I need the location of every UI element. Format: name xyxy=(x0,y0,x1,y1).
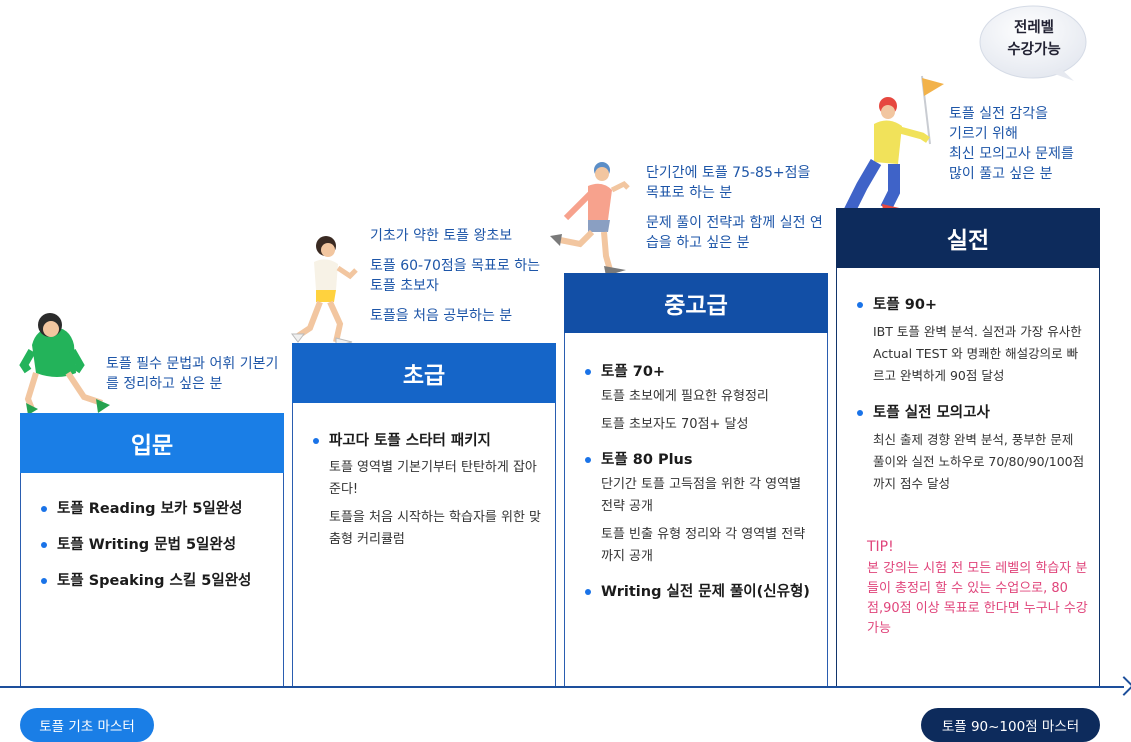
audience-line: 단기간에 토플 75-85+점을 목표로 하는 분 xyxy=(646,165,811,201)
person-green-hoodie-icon xyxy=(19,313,110,415)
course-item[interactable]: 토플 Speaking 스킬 5일완성 xyxy=(39,571,271,591)
audience-line: 최신 모의고사 문제를 xyxy=(949,146,1074,162)
level-title: 초급 xyxy=(292,343,556,403)
person-running-yellow-icon xyxy=(291,236,358,347)
level-card-beginner: 초급 파고다 토플 스타터 패키지 토플 영역별 기본기부터 탄탄하게 잡아준다… xyxy=(292,343,556,688)
arrow-right-icon xyxy=(1114,676,1131,696)
course-item[interactable]: 파고다 토플 스타터 패키지 토플 영역별 기본기부터 탄탄하게 잡아준다! 토… xyxy=(311,431,543,551)
audience-line: 토플을 처음 공부하는 분 xyxy=(370,308,513,324)
course-desc: IBT 토플 완벽 분석. 실전과 가장 유사한 Actual TEST 와 명… xyxy=(873,321,1087,387)
level-title: 입문 xyxy=(20,413,284,473)
course-item[interactable]: 토플 Reading 보카 5일완성 xyxy=(39,499,271,519)
desc-line: IBT 토플 완벽 분석. 실전과 가장 유사한 Actual TEST 와 명… xyxy=(873,324,1082,383)
audience-line: 문제 풀이 전략과 함께 실전 연습을 하고 싶은 분 xyxy=(646,215,823,251)
person-flag-runner-icon xyxy=(840,75,944,224)
course-desc: 최신 출제 경향 완벽 분석, 풍부한 문제 풀이와 실전 노하우로 70/80… xyxy=(873,429,1087,495)
course-desc: 토플 영역별 기본기부터 탄탄하게 잡아준다! 토플을 처음 시작하는 학습자를… xyxy=(329,457,543,551)
desc-line: 토플을 처음 시작하는 학습자를 위한 맞춤형 커리큘럼 xyxy=(329,510,542,547)
course-title: 토플 Writing 문법 5일완성 xyxy=(57,537,237,553)
course-title: 토플 Reading 보카 5일완성 xyxy=(57,501,243,517)
flag-icon xyxy=(922,78,944,96)
desc-line: 최신 출제 경향 완벽 분석, 풍부한 문제 풀이와 실전 노하우로 70/80… xyxy=(873,432,1085,491)
desc-line: 토플 초보에게 필요한 유형정리 xyxy=(601,389,769,404)
course-list: 파고다 토플 스타터 패키지 토플 영역별 기본기부터 탄탄하게 잡아준다! 토… xyxy=(311,431,543,557)
level-title: 중고급 xyxy=(564,273,828,333)
desc-line: 토플 빈출 유형 정리와 각 영역별 전략까지 공개 xyxy=(601,527,806,564)
course-title: 토플 90+ xyxy=(873,297,938,313)
axis-start-badge: 토플 기초 마스터 xyxy=(20,708,154,742)
axis-end-badge: 토플 90~100점 마스터 xyxy=(921,708,1100,742)
course-item[interactable]: 토플 80 Plus 단기간 토플 고득점을 위한 각 영역별 전략 공개 토플… xyxy=(583,450,815,568)
tip-text: 본 강의는 시험 전 모든 레벨의 학습자 분들이 총정리 할 수 있는 수업으… xyxy=(867,561,1088,636)
audience-line: 토플 실전 감각을 xyxy=(949,106,1049,122)
speech-bubble-icon xyxy=(979,5,1087,81)
course-item[interactable]: 토플 Writing 문법 5일완성 xyxy=(39,535,271,555)
level-title: 실전 xyxy=(836,208,1100,268)
audience-line: 기초가 약한 토플 왕초보 xyxy=(370,228,513,244)
course-title: 토플 실전 모의고사 xyxy=(873,405,990,421)
audience-line: 많이 풀고 싶은 분 xyxy=(949,166,1053,182)
audience-line: 토플 60-70점을 목표로 하는 토플 초보자 xyxy=(370,258,540,294)
course-title: 토플 70+ xyxy=(601,364,666,380)
audience-line: 토플 필수 문법과 어휘 기본기를 정리하고 싶은 분 xyxy=(106,356,279,392)
level-card-advanced: 실전 토플 90+ IBT 토플 완벽 분석. 실전과 가장 유사한 Actua… xyxy=(836,208,1100,688)
progress-axis xyxy=(0,686,1124,688)
course-list: 토플 Reading 보카 5일완성 토플 Writing 문법 5일완성 토플… xyxy=(39,499,271,607)
speech-bubble-text: 전레벨 수강가능 xyxy=(988,17,1080,61)
course-title: 토플 80 Plus xyxy=(601,452,693,468)
course-desc: 토플 초보에게 필요한 유형정리 토플 초보자도 70점+ 달성 xyxy=(601,386,815,436)
course-item[interactable]: 토플 90+ IBT 토플 완벽 분석. 실전과 가장 유사한 Actual T… xyxy=(855,295,1087,387)
course-title: 파고다 토플 스타터 패키지 xyxy=(329,433,491,449)
desc-line: 단기간 토플 고득점을 위한 각 영역별 전략 공개 xyxy=(601,477,802,514)
level-4-audience: 토플 실전 감각을 기르기 위해 최신 모의고사 문제를 많이 풀고 싶은 분 xyxy=(949,104,1099,184)
bubble-line-2: 수강가능 xyxy=(1007,42,1061,58)
level-2-audience: 기초가 약한 토플 왕초보 토플 60-70점을 목표로 하는 토플 초보자 토… xyxy=(370,226,550,336)
course-list: 토플 90+ IBT 토플 완벽 분석. 실전과 가장 유사한 Actual T… xyxy=(855,295,1087,511)
desc-line: 토플 초보자도 70점+ 달성 xyxy=(601,417,749,432)
tip-note: TIP! 본 강의는 시험 전 모든 레벨의 학습자 분들이 총정리 할 수 있… xyxy=(867,537,1092,639)
level-1-audience: 토플 필수 문법과 어휘 기본기를 정리하고 싶은 분 xyxy=(106,354,286,404)
course-item[interactable]: Writing 실전 문제 풀이(신유형) xyxy=(583,582,815,602)
course-item[interactable]: 토플 실전 모의고사 최신 출제 경향 완벽 분석, 풍부한 문제 풀이와 실전… xyxy=(855,403,1087,495)
person-jogging-icon xyxy=(550,162,630,276)
course-list: 토플 70+ 토플 초보에게 필요한 유형정리 토플 초보자도 70점+ 달성 … xyxy=(583,362,815,616)
course-title: 토플 Speaking 스킬 5일완성 xyxy=(57,573,252,589)
tip-title: TIP! xyxy=(867,539,894,555)
audience-line: 기르기 위해 xyxy=(949,126,1018,142)
level-3-audience: 단기간에 토플 75-85+점을 목표로 하는 분 문제 풀이 전략과 함께 실… xyxy=(646,163,826,263)
course-title: Writing 실전 문제 풀이(신유형) xyxy=(601,584,810,600)
course-desc: 단기간 토플 고득점을 위한 각 영역별 전략 공개 토플 빈출 유형 정리와 … xyxy=(601,474,815,568)
desc-line: 토플 영역별 기본기부터 탄탄하게 잡아준다! xyxy=(329,460,537,497)
level-card-intro: 입문 토플 Reading 보카 5일완성 토플 Writing 문법 5일완성… xyxy=(20,413,284,688)
bubble-line-1: 전레벨 xyxy=(1013,20,1055,36)
level-card-intermediate: 중고급 토플 70+ 토플 초보에게 필요한 유형정리 토플 초보자도 70점+… xyxy=(564,273,828,688)
course-item[interactable]: 토플 70+ 토플 초보에게 필요한 유형정리 토플 초보자도 70점+ 달성 xyxy=(583,362,815,436)
